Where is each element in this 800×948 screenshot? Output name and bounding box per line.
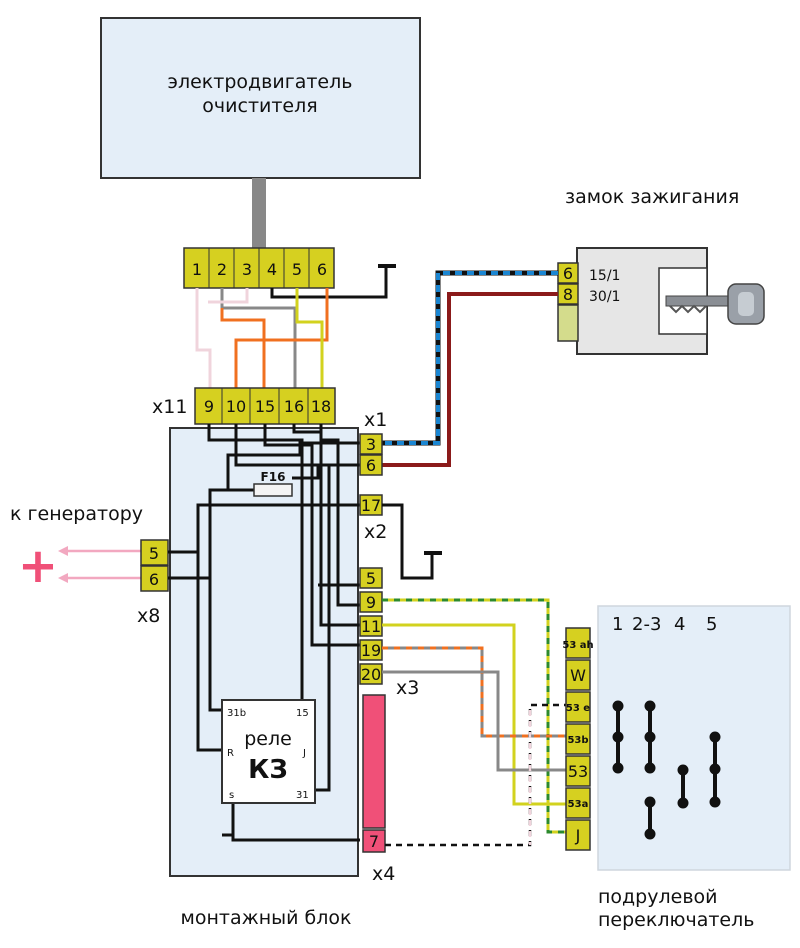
x3-pin: 11 bbox=[361, 617, 381, 636]
wire-5-18 bbox=[295, 288, 324, 388]
mounting-block-label: монтажный блок bbox=[181, 907, 352, 929]
switch-label-line1: подрулевой bbox=[598, 886, 718, 908]
generator-arrows bbox=[58, 546, 141, 583]
switch-contacts bbox=[612, 700, 721, 840]
wire-6-10 bbox=[234, 288, 329, 388]
ignition-switch: 6 8 15/1 30/1 bbox=[557, 247, 708, 355]
x2-ground-wire bbox=[382, 503, 434, 580]
wire-30-1 bbox=[380, 292, 558, 467]
x8-label: x8 bbox=[137, 605, 160, 627]
switch-position: 2-3 bbox=[632, 614, 661, 635]
wire-2-16 bbox=[220, 288, 297, 388]
motor-pin: 2 bbox=[217, 260, 227, 279]
x3-pin: 9 bbox=[366, 593, 376, 612]
x2-pin: 17 bbox=[361, 496, 381, 515]
x3-pin: 19 bbox=[361, 641, 381, 660]
relay-terminal: R bbox=[227, 748, 234, 759]
x11-pin: 18 bbox=[311, 397, 331, 416]
x8-pin: 6 bbox=[149, 570, 159, 589]
relay-terminal: 31b bbox=[227, 708, 246, 719]
switch-position: 5 bbox=[706, 614, 717, 635]
motor-cable bbox=[252, 178, 266, 248]
motor-connector: 1 2 3 4 5 6 bbox=[183, 247, 335, 289]
switch-position: 4 bbox=[674, 614, 685, 635]
motor-ground-wire bbox=[270, 266, 388, 299]
x11-pin: 10 bbox=[226, 397, 246, 416]
relay-terminal: s bbox=[229, 790, 234, 801]
relay-terminal: 15 bbox=[296, 708, 309, 719]
x11-pin: 9 bbox=[204, 397, 214, 416]
switch-position: 1 bbox=[612, 614, 623, 635]
x1-pin: 3 bbox=[366, 435, 376, 454]
relay-terminal: 31 bbox=[296, 790, 309, 801]
generator-label: к генератору bbox=[10, 503, 143, 525]
motor-label-line2: очистителя bbox=[202, 95, 317, 117]
x11-connector: 9 10 15 16 18 bbox=[194, 387, 336, 425]
ignition-pin: 8 bbox=[563, 285, 573, 304]
wire-2-15 bbox=[220, 308, 266, 388]
x4-connector-body bbox=[362, 694, 386, 829]
steering-switch-body bbox=[597, 605, 791, 871]
ignition-pin: 6 bbox=[563, 264, 573, 283]
key-icon bbox=[665, 283, 765, 325]
motor-pin: 4 bbox=[267, 260, 277, 279]
x8-pin: 5 bbox=[149, 544, 159, 563]
motor-pin: 5 bbox=[292, 260, 302, 279]
fuse-label: F16 bbox=[261, 470, 286, 484]
ignition-title: замок зажигания bbox=[565, 186, 739, 208]
motor-label-line1: электродвигатель bbox=[168, 71, 353, 93]
wire-1-9 bbox=[195, 288, 212, 388]
switch-pin: 53 e bbox=[566, 703, 590, 714]
switch-connector: 53 ah W 53 e 53b 53 53a J bbox=[562, 627, 594, 851]
x4-label: x4 bbox=[372, 863, 395, 885]
switch-pin: 53 ah bbox=[562, 640, 593, 651]
wiper-motor: электродвигатель очистителя bbox=[100, 17, 421, 179]
switch-pin: W bbox=[570, 666, 586, 685]
relay-terminal: J bbox=[302, 748, 306, 759]
motor-pin: 1 bbox=[192, 260, 202, 279]
switch-pin: 53 bbox=[568, 762, 588, 781]
x3-label: x3 bbox=[396, 677, 419, 699]
x11-label: x11 bbox=[152, 396, 187, 418]
ignition-term: 30/1 bbox=[589, 289, 620, 305]
relay-name: реле bbox=[244, 728, 292, 750]
internal-wiring bbox=[196, 424, 360, 842]
fuse-f16 bbox=[253, 483, 293, 497]
ignition-term: 15/1 bbox=[589, 268, 620, 284]
wire-15-1-stripe bbox=[380, 271, 558, 445]
wire-15-1 bbox=[380, 270, 558, 446]
switch-pin: 53a bbox=[568, 799, 589, 810]
motor-pin: 3 bbox=[242, 260, 252, 279]
switch-label-line2: переключатель bbox=[598, 909, 754, 931]
relay-k3: 31b 15 R J s 31 реле КЗ bbox=[221, 699, 316, 804]
motor-pin: 6 bbox=[317, 260, 327, 279]
wire-3 bbox=[208, 288, 249, 304]
plus-icon: + bbox=[18, 538, 58, 594]
x2-label: x2 bbox=[364, 521, 387, 543]
switch-wiring bbox=[382, 598, 566, 847]
x11-pin: 16 bbox=[284, 397, 304, 416]
x1-pin: 6 bbox=[366, 456, 376, 475]
x3-pin: 20 bbox=[361, 665, 381, 684]
switch-pin: J bbox=[575, 826, 581, 845]
x11-pin: 15 bbox=[255, 397, 275, 416]
x3-pin: 5 bbox=[366, 569, 376, 588]
switch-pin: 53b bbox=[567, 735, 588, 746]
x1-label: x1 bbox=[364, 409, 387, 431]
x4-pin: 7 bbox=[369, 832, 379, 851]
relay-id: КЗ bbox=[248, 755, 288, 785]
